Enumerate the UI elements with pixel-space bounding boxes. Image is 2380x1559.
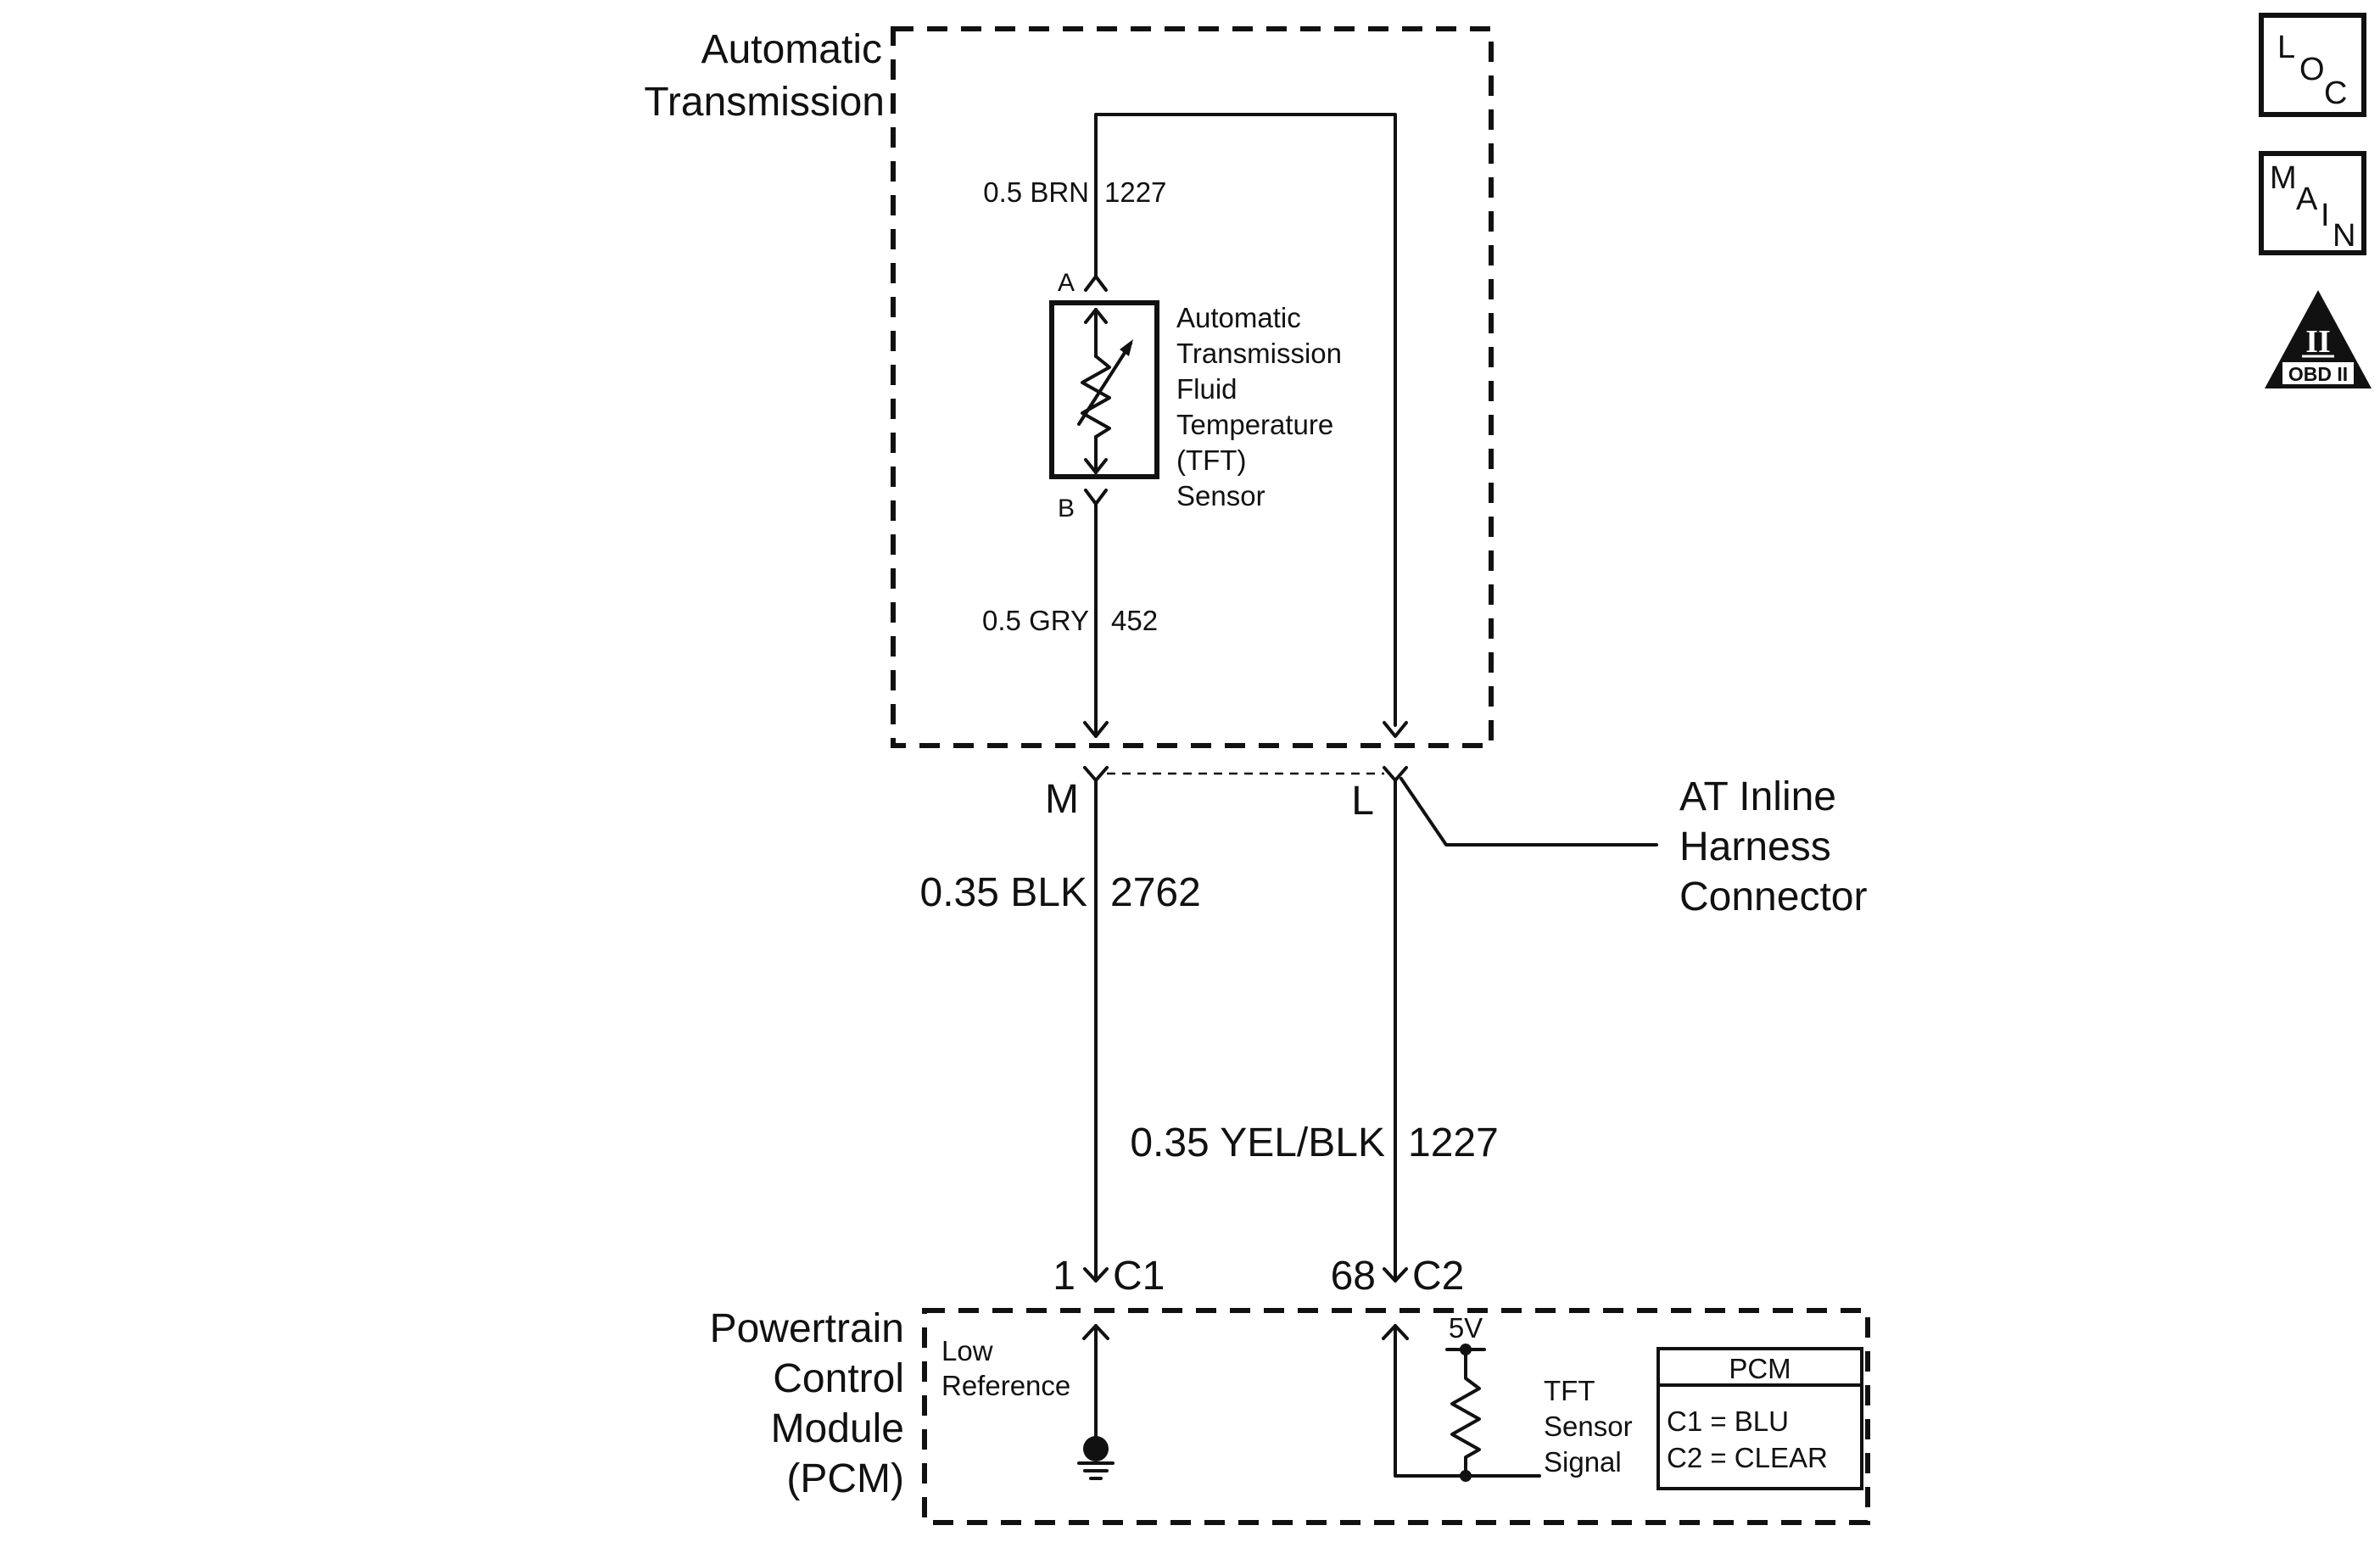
pcm-pin-68: 68 bbox=[1331, 1254, 1376, 1299]
transmission-enclosure: Automatic Transmission bbox=[644, 26, 1494, 748]
loc-letter-c: C bbox=[2324, 75, 2347, 111]
signal-label-line3: Signal bbox=[1544, 1446, 1622, 1478]
pin-a-connector-mark bbox=[1084, 275, 1108, 292]
transmission-label-line2: Transmission bbox=[644, 80, 885, 125]
main-letter-i: I bbox=[2321, 198, 2330, 233]
pcm-legend-title: PCM bbox=[1729, 1353, 1791, 1384]
pcm-pin-1: 1 bbox=[1053, 1254, 1075, 1299]
obd-label-plate bbox=[2282, 362, 2354, 384]
obd-roman-numeral: II bbox=[2305, 324, 2331, 360]
main-letter-n: N bbox=[2333, 218, 2355, 254]
loc-button[interactable]: L O C bbox=[2259, 13, 2366, 117]
yel-blk-wire-gauge-color: 0.35 YEL/BLK bbox=[1130, 1120, 1385, 1165]
obd-ii-button[interactable]: II OBD II bbox=[2265, 290, 2372, 388]
at-inline-connector: M L AT Inline Harness Connector bbox=[1045, 766, 1867, 919]
pcm-enclosure: Powertrain Control Module (PCM) bbox=[710, 1306, 1870, 1525]
blk-wire-gauge-color: 0.35 BLK bbox=[920, 870, 1087, 915]
thermistor-symbol bbox=[1081, 355, 1111, 439]
pcm-label-line2: Control bbox=[773, 1356, 904, 1401]
pcm-c1-connector-mark bbox=[1083, 1267, 1109, 1282]
variable-arrow-head bbox=[1120, 339, 1133, 356]
low-ref-label-line2: Reference bbox=[941, 1370, 1070, 1401]
gry-wire-gauge-color: 0.5 GRY bbox=[982, 605, 1089, 636]
sensor-label-line3: Fluid bbox=[1176, 373, 1237, 405]
brn-loop-wire bbox=[1094, 113, 1397, 727]
pcm-label-line4: (PCM) bbox=[786, 1456, 904, 1501]
main-button-frame bbox=[2259, 151, 2366, 255]
pcm-label-line1: Powertrain bbox=[710, 1306, 904, 1351]
loc-letter-l: L bbox=[2277, 30, 2295, 65]
connector-leader-line bbox=[1400, 777, 1658, 847]
pcm-legend: PCM C1 = BLU C2 = CLEAR bbox=[1657, 1347, 1863, 1490]
loc-button-frame bbox=[2259, 13, 2366, 117]
voltage-label: 5V bbox=[1449, 1312, 1483, 1344]
main-letter-a: A bbox=[2296, 182, 2318, 217]
ground-icon bbox=[1077, 1461, 1115, 1480]
brn-wire-circuit: 1227 bbox=[1104, 176, 1166, 208]
connector-label-line1: AT Inline bbox=[1679, 774, 1836, 819]
yel-blk-wire-circuit: 1227 bbox=[1408, 1120, 1499, 1165]
signal-label-line1: TFT bbox=[1544, 1375, 1595, 1406]
signal-label-line2: Sensor bbox=[1544, 1411, 1633, 1442]
pullup-resistor-icon bbox=[1450, 1348, 1481, 1478]
variable-arrow-line bbox=[1077, 342, 1132, 426]
ground-node bbox=[1083, 1436, 1109, 1461]
connector-label-line3: Connector bbox=[1679, 874, 1867, 919]
signal-arrow bbox=[1382, 1324, 1409, 1340]
pcm-legend-row-c1: C1 = BLU bbox=[1667, 1405, 1789, 1437]
tft-sensor-body bbox=[1049, 300, 1159, 479]
brn-wire-gauge-color: 0.5 BRN bbox=[983, 176, 1089, 208]
sensor-label-line4: Temperature bbox=[1176, 409, 1333, 440]
pin-b-connector-mark bbox=[1084, 489, 1108, 506]
signal-circuit-left bbox=[1394, 1324, 1467, 1478]
pcm-conn-c2: C2 bbox=[1412, 1254, 1464, 1299]
connector-m-bottom-mark bbox=[1083, 766, 1109, 782]
sensor-label-line6: Sensor bbox=[1176, 480, 1265, 511]
sensor-top-arrow bbox=[1084, 308, 1108, 324]
loc-letter-o: O bbox=[2299, 52, 2325, 87]
connector-m-top-arrow bbox=[1083, 721, 1109, 738]
pcm-label-line3: Module bbox=[771, 1406, 904, 1451]
blk-wire-circuit: 2762 bbox=[1110, 870, 1201, 915]
sensor-pin-b: B bbox=[1058, 495, 1075, 522]
low-ref-label-line1: Low bbox=[941, 1335, 993, 1366]
transmission-dashed-box bbox=[891, 26, 1494, 748]
pcm-legend-box bbox=[1657, 1347, 1863, 1490]
sensor-bottom-arrow bbox=[1084, 458, 1108, 474]
transmission-label-line1: Automatic bbox=[701, 27, 882, 72]
sensor-pin-a: A bbox=[1058, 269, 1075, 297]
pcm-legend-row-c2: C2 = CLEAR bbox=[1667, 1442, 1828, 1473]
connector-label-line2: Harness bbox=[1679, 824, 1831, 869]
gry-wire-circuit: 452 bbox=[1111, 605, 1158, 636]
main-button[interactable]: M A I N bbox=[2259, 151, 2366, 255]
pcm-conn-c1: C1 bbox=[1113, 1254, 1165, 1299]
connector-pin-l: L bbox=[1351, 779, 1374, 824]
sensor-label-line5: (TFT) bbox=[1176, 444, 1246, 476]
pcm-c2-connector-mark bbox=[1383, 1267, 1408, 1282]
connector-pin-m: M bbox=[1045, 777, 1079, 822]
tft-sensor: Automatic Transmission Fluid Temperature… bbox=[1049, 300, 1342, 511]
low-ref-arrow bbox=[1082, 1324, 1109, 1340]
sensor-label-line2: Transmission bbox=[1176, 338, 1342, 369]
main-letter-m: M bbox=[2270, 160, 2297, 196]
obd-label-text: OBD II bbox=[2288, 363, 2348, 385]
sensor-label-line1: Automatic bbox=[1176, 302, 1301, 333]
connector-l-top-arrow bbox=[1383, 721, 1408, 738]
